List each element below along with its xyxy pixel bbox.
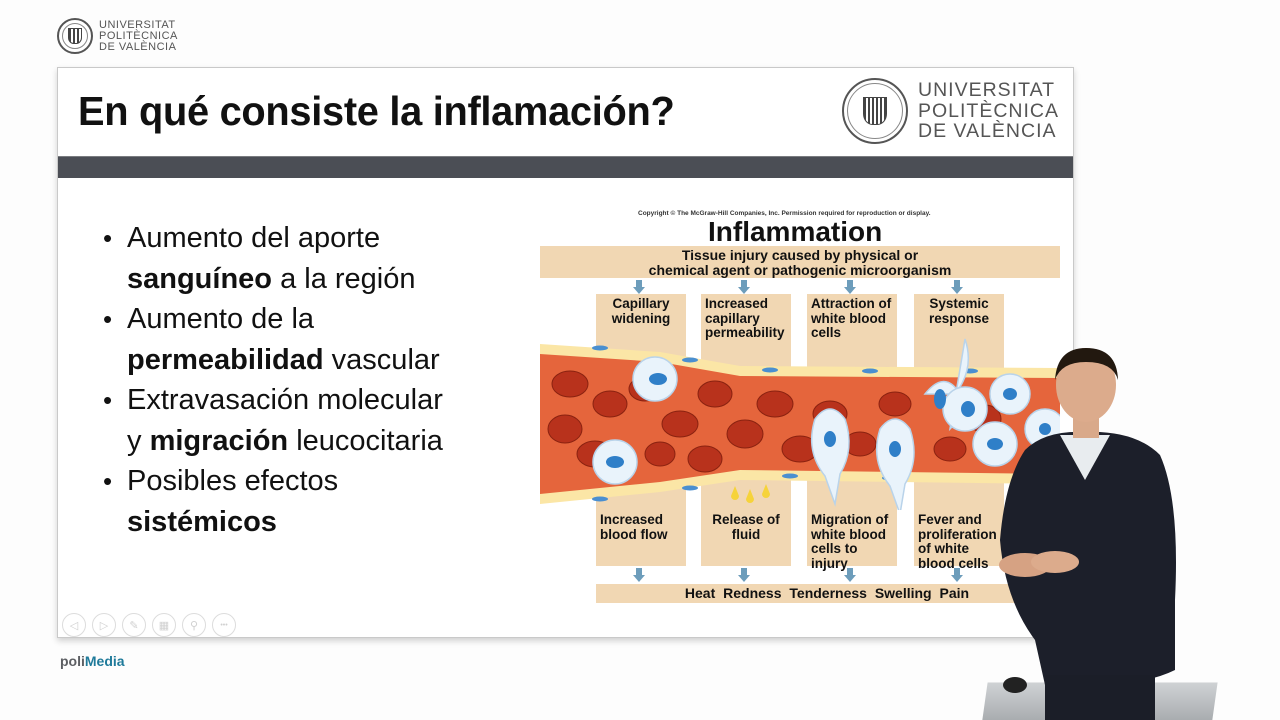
next-slide-button[interactable]: ▷	[92, 613, 116, 637]
upv-seal-icon	[842, 78, 908, 144]
down-arrow-icon	[951, 568, 963, 582]
pen-tool-button[interactable]: ✎	[122, 613, 146, 637]
upv-slide-logo-text: UNIVERSITAT POLITÈCNICA DE VALÈNCIA	[918, 79, 1060, 143]
logo-line-1: UNIVERSITAT	[99, 18, 176, 31]
lower-box-label: Fever and proliferation of white blood c…	[918, 512, 997, 571]
bullet-item: Extravasación molecular y migración leuc…	[103, 380, 443, 461]
upv-corner-logo: UNIVERSITAT POLITÈCNICA DE VALÈNCIA	[57, 18, 178, 54]
banner-line-2: chemical agent or pathogenic microorgani…	[648, 262, 952, 278]
bullet-text: vascular	[323, 343, 440, 376]
bullet-bold-term: migración	[149, 424, 289, 457]
title-divider-bar	[58, 156, 1073, 178]
presenter-video	[999, 348, 1176, 720]
slides-grid-icon: ▦	[158, 619, 170, 632]
presentation-slide: En qué consiste la inflamación? UNIVERSI…	[57, 67, 1074, 638]
lower-box-label: Increased blood flow	[600, 512, 668, 542]
polimedia-prefix: poli	[60, 653, 85, 669]
banner-line-1: Tissue injury caused by physical or	[681, 247, 919, 263]
logo-line-3: DE VALÈNCIA	[99, 40, 177, 53]
polimedia-logo: poliMedia	[60, 653, 125, 669]
lower-box: Fever and proliferation of white blood c…	[914, 510, 1004, 574]
inflammation-figure: Copyright © The McGraw-Hill Companies, I…	[538, 208, 1073, 608]
zoom-button[interactable]: ⚲	[182, 613, 206, 637]
previous-slide-button[interactable]: ◁	[62, 613, 86, 637]
more-icon: •••	[220, 621, 228, 629]
bullet-bold-term: sanguíneo	[127, 262, 273, 295]
slides-grid-button[interactable]: ▦	[152, 613, 176, 637]
bullet-text: Aumento del aporte	[127, 222, 381, 254]
next-icon: ▷	[99, 619, 109, 632]
figure-title: Inflammation	[708, 216, 883, 247]
bullet-bold-term: sistémicos	[127, 505, 277, 538]
upper-box-label: Capillary widening	[611, 296, 671, 326]
lower-box: Migration of white blood cells to injury	[807, 510, 897, 574]
down-arrow-icon	[633, 280, 645, 294]
upv-seal-icon	[57, 18, 93, 54]
lower-box: Increased blood flow	[596, 510, 686, 545]
upper-box-label: Increased capillary permeability	[705, 296, 785, 340]
bullet-text: leucocitaria	[288, 424, 443, 457]
more-options-button[interactable]: •••	[212, 613, 236, 637]
logo-line-2: POLITÈCNICA	[99, 29, 178, 42]
lower-box-label: Release of fluid	[712, 512, 780, 542]
tissue-injury-banner: Tissue injury caused by physical or chem…	[540, 246, 1060, 278]
blood-vessel-illustration	[540, 338, 1060, 510]
lower-box: Release of fluid	[701, 510, 791, 545]
bullet-text: Posibles efectos	[127, 465, 339, 497]
bullet-item: Posibles efectos sistémicos	[103, 461, 443, 542]
slide-controls: ◁ ▷ ✎ ▦ ⚲ •••	[62, 613, 236, 637]
bullet-bold-term: permeabilidad	[127, 343, 324, 376]
pen-icon: ✎	[129, 619, 139, 632]
magnifier-icon: ⚲	[189, 619, 199, 632]
down-arrow-icon	[844, 280, 856, 294]
bullet-text: y	[127, 424, 150, 457]
cardinal-signs-banner: Heat Redness Tenderness Swelling Pain	[596, 584, 1058, 603]
upv-slide-logo: UNIVERSITAT POLITÈCNICA DE VALÈNCIA	[842, 78, 1059, 144]
figure-copyright: Copyright © The McGraw-Hill Companies, I…	[638, 210, 931, 217]
lower-box-label: Migration of white blood cells to injury	[811, 512, 889, 571]
logo-line-1: UNIVERSITAT	[918, 79, 1056, 102]
previous-icon: ◁	[69, 619, 79, 632]
bullet-item: Aumento de la permeabilidad vascular	[103, 299, 443, 380]
slide-title: En qué consiste la inflamación?	[78, 88, 675, 134]
polimedia-suffix: Media	[84, 653, 125, 669]
down-arrow-icon	[633, 568, 645, 582]
bullet-text: a la región	[272, 262, 416, 295]
bullet-text: Aumento de la	[127, 303, 315, 335]
upper-box-label: Attraction of white blood cells	[811, 296, 892, 340]
bullet-list: Aumento del aporte sanguíneo a la región…	[103, 218, 443, 542]
logo-line-2: POLITÈCNICA	[918, 99, 1060, 122]
down-arrow-icon	[738, 280, 750, 294]
logo-line-3: DE VALÈNCIA	[918, 120, 1057, 143]
down-arrow-icon	[951, 280, 963, 294]
down-arrow-icon	[844, 568, 856, 582]
bullet-text: Extravasación molecular	[127, 384, 443, 416]
bullet-item: Aumento del aporte sanguíneo a la región	[103, 218, 443, 299]
upv-corner-logo-text: UNIVERSITAT POLITÈCNICA DE VALÈNCIA	[99, 18, 178, 53]
down-arrow-icon	[738, 568, 750, 582]
upper-box-label: Systemic response	[928, 296, 990, 326]
